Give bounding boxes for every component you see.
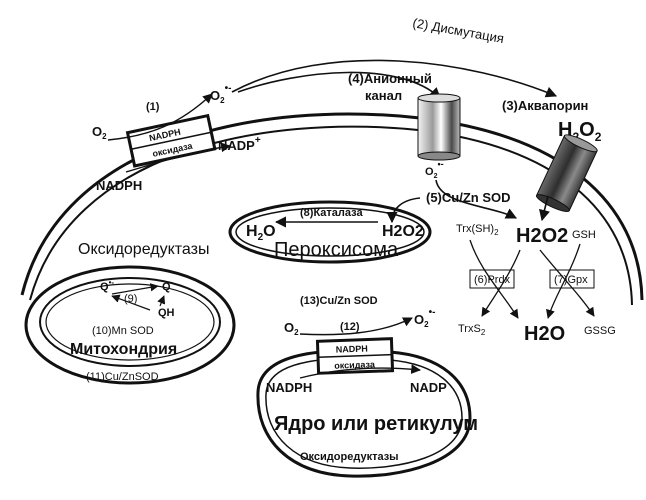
nadph-oxidase-1: (1) NADPH оксидаза (107, 93, 231, 173)
prdx-box: (6)Prdx (469, 269, 515, 289)
nadph-oxidase-12-number: (12) (340, 321, 360, 333)
o2-left-label: O2 (92, 124, 107, 141)
oxidoreductases-bottom-label: Оксидоредуктазы (300, 451, 399, 463)
trxs2-label: TrxS2 (458, 323, 486, 337)
anion-channel (417, 93, 461, 161)
o2-nuc-label: O2 (284, 320, 299, 337)
h2o2-to-peroxisome-arrow (386, 197, 421, 224)
superoxide-nuc-label: O2•- (414, 307, 435, 329)
aquaporin-arrow (539, 195, 550, 222)
prdx-label: (6)Prdx (474, 274, 511, 286)
nadph-oxidase-12-bottom-label: оксидаза (334, 359, 376, 370)
sod13-label: (13)Cu/Zn SOD (300, 295, 378, 307)
mitochondria-label: Митохондрия (70, 341, 177, 358)
prdx-cross-arrows (469, 239, 521, 319)
gpx-label: (7)Gpx (554, 274, 588, 286)
sod5-label: (5)Cu/Zn SOD (426, 190, 511, 205)
mito-q-label: Q (162, 281, 171, 293)
aquaporin-label: (3)Аквапорин (502, 98, 588, 113)
nadp-nuc-label: NADP (410, 380, 447, 395)
gssg-label: GSSG (584, 325, 616, 337)
mito-cuzn-label: (11)Cu/ZnSOD (86, 371, 159, 383)
nucleus-label: Ядро или ретикулум (274, 413, 478, 435)
nadp-plus-label: NADP+ (218, 135, 261, 153)
anion-channel-label-2: канал (365, 88, 402, 103)
nadph-nuc-label: NADPH (266, 380, 312, 395)
mito-q-dot-label: Q•- (100, 278, 114, 293)
anion-channel-label-1: (4)Анионный (348, 71, 432, 86)
h2o-center-label: H2O (524, 323, 565, 345)
catalase-label: (8)Каталаза (300, 207, 363, 219)
cell-membrane (20, 112, 644, 306)
nadph-to-nadp-arrow (125, 142, 231, 173)
peroxisome (228, 200, 432, 264)
nadph-oxidase-12-top-label: NADPH (336, 344, 368, 355)
h2o-peroxisome-label: H2O (246, 223, 276, 243)
superoxide-channel-label: O2•- (425, 159, 444, 180)
o2-nuc-arrow (299, 317, 413, 336)
nadph-oxidase-12: (12) NADPH оксидаза (299, 317, 421, 379)
dismutation-label: (2) Дисмутация (411, 15, 505, 46)
nadph-left-label: NADPH (96, 178, 142, 193)
superoxide-top-label: O2•- (210, 83, 231, 105)
h2o2-peroxisome-label: H2O2 (382, 223, 424, 240)
h2o2-center-label: H2O2 (516, 225, 568, 247)
gsh-label: GSH (572, 229, 596, 241)
mitochondria (24, 265, 236, 385)
o2-to-superoxide-arrow (107, 93, 213, 141)
oxidoreductases-top-label: Оксидоредуктазы (78, 241, 209, 258)
mito-qh-label: QH (158, 307, 175, 319)
dismutation-arrow (231, 59, 558, 98)
superoxide-to-channel-arrow (237, 71, 441, 99)
mito-q-cycle-arrows (111, 283, 166, 311)
nadph-oxidase-1-number: (1) (146, 101, 160, 113)
trx-sh-label: Trx(SH)2 (456, 223, 499, 237)
nadph-nuc-arrow (299, 364, 421, 379)
aquaporin-channel (535, 134, 598, 213)
sod5-arrow (435, 179, 518, 219)
peroxisome-label: Пероксисома (274, 239, 399, 261)
gpx-box: (7)Gpx (549, 269, 595, 289)
gpx-cross-arrows (539, 243, 595, 319)
mito-mn-sod-label: (10)Mn SOD (92, 325, 154, 337)
